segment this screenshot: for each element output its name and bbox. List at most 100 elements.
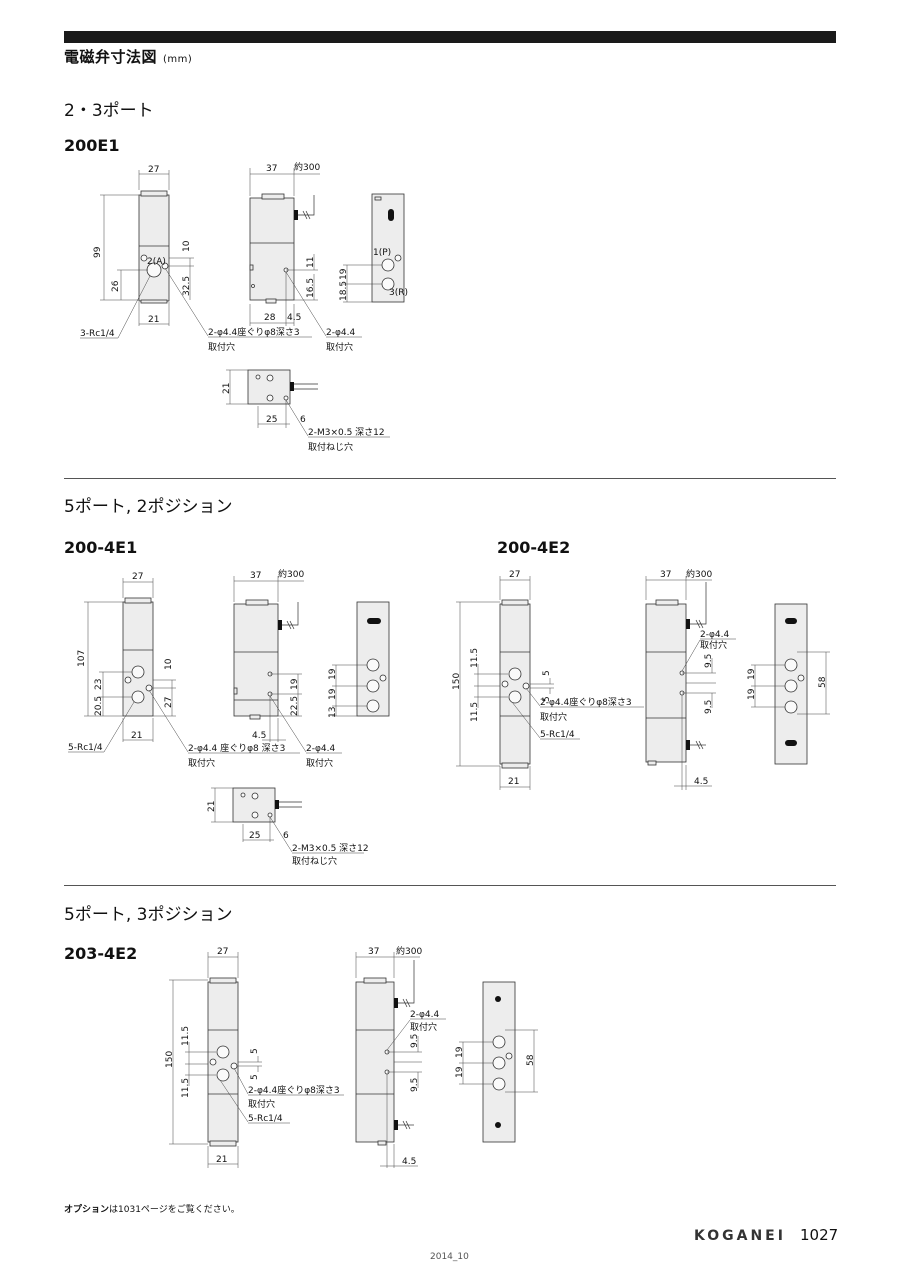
section-title-2: 5ポート, 2ポジション [64, 497, 233, 517]
dim-label: 21 [148, 315, 159, 325]
model-200E1: 200E1 [64, 136, 120, 155]
drawing-200E1-bottom: 21 25 6 2-M3×0.5 深さ12 取付ねじ穴 [222, 369, 390, 453]
dim-label: 19 [339, 268, 349, 280]
dim-label: 9.5 [704, 700, 714, 714]
dim-label: 99 [93, 246, 103, 258]
drawing-200-4E2-front: 27 150 11.5 11.5 5 5 21 2-φ4.4座ぐりφ8深さ3 取… [452, 570, 644, 790]
dim-label: 58 [526, 1054, 536, 1066]
dim-label: 25 [249, 831, 260, 841]
dim-label: 37 [250, 571, 261, 581]
dim-label: 107 [77, 650, 87, 667]
dim-label: 19 [328, 668, 338, 680]
port-callout: 3-Rc1/4 [80, 329, 115, 339]
dim-label: 約300 [396, 945, 422, 957]
dim-label: 20.5 [94, 696, 104, 716]
screw-callout: 2-M3×0.5 深さ12 [292, 843, 369, 854]
mount-callout-sub: 取付穴 [326, 341, 353, 353]
section-title-3: 5ポート, 3ポジション [64, 905, 233, 925]
dim-label: 27 [164, 697, 174, 708]
model-200-4E2: 200-4E2 [497, 538, 571, 557]
screw-callout-sub: 取付ねじ穴 [292, 855, 337, 867]
footnote: オプションは1031ページをご覧ください。 [64, 1202, 240, 1215]
drawing-200-4E1-side: 37 約300 19 22.5 4.5 2-φ4.4 取付穴 [233, 568, 342, 769]
dim-label: 11.5 [181, 1078, 191, 1098]
dim-label: 16.5 [306, 278, 316, 298]
mount-callout: 2-φ4.4 座ぐりφ8 深さ3 [188, 742, 285, 754]
dim-label: 21 [508, 777, 519, 787]
port-label: 2(A) [147, 257, 166, 267]
section-title-1: 2・3ポート [64, 101, 154, 121]
dim-label: 4.5 [402, 1157, 416, 1167]
port-label: 3(R) [389, 288, 408, 298]
dim-label: 4.5 [287, 313, 301, 323]
drawing-200-4E1-front: 27 107 23 20.5 10 27 21 5-Rc1/4 2-φ4.4 座… [68, 572, 300, 769]
dim-label: 9.5 [410, 1034, 420, 1048]
dim-label: 10 [164, 658, 174, 670]
port-callout: 5-Rc1/4 [248, 1114, 283, 1124]
drawing-200-4E2-side: 37 約300 9.5 9.5 2-φ4.4 取付穴 4.5 [645, 568, 736, 790]
footnote-text: は1031ページをご覧ください。 [109, 1205, 240, 1215]
divider [64, 478, 836, 479]
dim-label: 13 [328, 707, 338, 718]
top-bar [64, 31, 836, 43]
dim-label: 32.5 [182, 276, 192, 296]
drawing-200E1-side: 37 約300 11 16.5 28 4.5 2-φ4.4 取付穴 [249, 161, 362, 353]
mount-callout: 2-φ4.4座ぐりφ8深さ3 [540, 696, 632, 708]
dim-label: 19 [328, 688, 338, 700]
dim-label: 23 [94, 679, 104, 690]
title-text: 電磁弁寸法図 [64, 48, 158, 66]
brand-logo: KOGANEI [694, 1228, 786, 1244]
dim-label: 19 [290, 678, 300, 690]
screw-callout-sub: 取付ねじ穴 [308, 441, 353, 453]
dim-label: 18.5 [339, 281, 349, 301]
dim-label: 58 [818, 676, 828, 688]
mount-callout-sub: 取付穴 [248, 1098, 275, 1110]
dim-label: 21 [131, 731, 142, 741]
dim-label: 6 [300, 415, 306, 425]
page-title: 電磁弁寸法図 (mm) [64, 46, 192, 67]
mount-callout: 2-φ4.4 [326, 328, 355, 338]
dim-label: 11.5 [470, 702, 480, 722]
dim-label: 4.5 [252, 731, 266, 741]
mount-callout-sub: 取付穴 [208, 341, 235, 353]
mount-callout-sub: 取付穴 [410, 1021, 437, 1033]
dim-label: 150 [452, 673, 462, 690]
dim-label: 27 [148, 165, 159, 175]
dim-label: 19 [455, 1066, 465, 1078]
print-date: 2014_10 [430, 1252, 469, 1262]
mount-callout-sub: 取付穴 [700, 639, 727, 651]
dim-label: 6 [283, 831, 289, 841]
mount-callout: 2-φ4.4 [306, 744, 335, 754]
dim-label: 27 [132, 572, 143, 582]
dim-label: 19 [747, 688, 757, 700]
port-label: 1(P) [373, 248, 391, 258]
dim-label: 19 [455, 1046, 465, 1058]
dim-label: 21 [216, 1155, 227, 1165]
mount-callout-sub: 取付穴 [306, 757, 333, 769]
mount-callout-sub: 取付穴 [540, 711, 567, 723]
dim-label: 21 [207, 801, 217, 812]
dim-label: 28 [264, 313, 276, 323]
unit-text: (mm) [163, 54, 193, 65]
dim-label: 9.5 [704, 654, 714, 668]
dim-label: 27 [509, 570, 520, 580]
dim-label: 11.5 [470, 648, 480, 668]
model-203-4E2: 203-4E2 [64, 944, 138, 963]
dim-label: 5 [250, 1048, 260, 1054]
drawing-200E1-front: 2(A) 27 99 26 10 32.5 21 3-Rc1/4 2-φ4.4座… [80, 165, 312, 353]
drawing-203-4E2-front: 27 150 11.5 11.5 5 5 21 2-φ4.4座ぐりφ8深さ3 取… [165, 947, 344, 1168]
footnote-prefix: オプション [64, 1205, 110, 1215]
divider [64, 885, 836, 886]
dim-label: 37 [266, 164, 277, 174]
drawing-203-4E2-side: 37 約300 9.5 9.5 2-φ4.4 取付穴 4.5 [355, 945, 446, 1168]
dim-label: 5 [250, 1074, 260, 1080]
drawing-200-4E1-bottom: 21 25 6 2-M3×0.5 深さ12 取付ねじ穴 [207, 787, 369, 867]
dim-label: 21 [222, 383, 232, 394]
mount-callout: 2-φ4.4座ぐりφ8深さ3 [208, 326, 300, 338]
page-number: 1027 [800, 1226, 839, 1244]
drawing-203-4E2-rear: 19 19 58 [455, 981, 538, 1143]
dim-label: 19 [747, 668, 757, 680]
dim-label: 26 [111, 280, 121, 292]
drawing-200E1-rear: 1(P) 3(R) 19 18.5 [339, 193, 408, 303]
